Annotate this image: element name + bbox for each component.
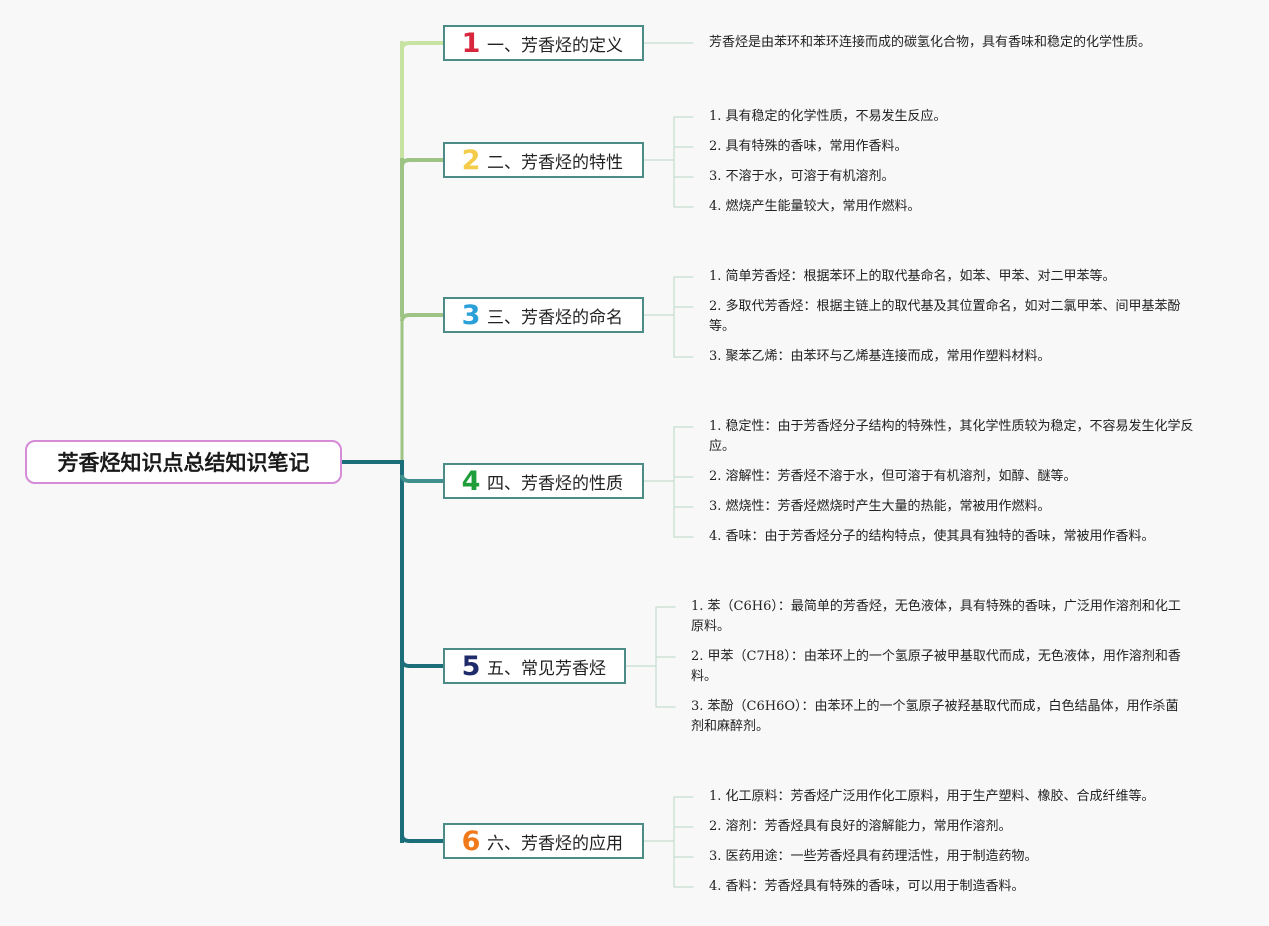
branch-topic-3[interactable]: 3 三、芳香烃的命名 <box>443 297 644 333</box>
branch-label: 四、芳香烃的性质 <box>487 473 623 494</box>
branch-number-badge: 6 <box>461 825 481 857</box>
connector-segment <box>400 313 443 322</box>
branch-topic-6[interactable]: 6 六、芳香烃的应用 <box>443 823 644 859</box>
leaf-item[interactable]: 1. 苯（C6H6）：最简单的芳香烃，无色液体，具有特殊的香味，广泛用作溶剂和化… <box>691 599 1181 634</box>
root-topic[interactable]: 芳香烃知识点总结知识笔记 <box>25 440 342 484</box>
leaf-item[interactable]: 2. 具有特殊的香味，常用作香料。 <box>709 139 908 154</box>
branch-label: 三、芳香烃的命名 <box>487 307 623 328</box>
branch-label: 六、芳香烃的应用 <box>487 833 623 854</box>
branch-number-badge: 4 <box>461 465 481 497</box>
connector-segment <box>400 834 443 843</box>
leaf-item[interactable]: 2. 溶剂：芳香烃具有良好的溶解能力，常用作溶剂。 <box>709 819 1012 834</box>
branch-number-badge: 5 <box>461 650 481 682</box>
connector-segment <box>400 659 443 668</box>
connector-segment <box>400 41 443 50</box>
leaf-item[interactable]: 2. 多取代芳香烃：根据主链上的取代基及其位置命名，如对二氯甲苯、间甲基苯酚等。 <box>709 299 1181 334</box>
branch-topic-1[interactable]: 1 一、芳香烃的定义 <box>443 25 644 61</box>
leaf-item[interactable]: 2. 溶解性：芳香烃不溶于水，但可溶于有机溶剂，如醇、醚等。 <box>709 469 1077 484</box>
leaf-item[interactable]: 4. 香味：由于芳香烃分子的结构特点，使其具有独特的香味，常被用作香料。 <box>709 529 1155 544</box>
leaf-item[interactable]: 3. 燃烧性：芳香烃燃烧时产生大量的热能，常被用作燃料。 <box>709 499 1051 514</box>
leaf-item[interactable]: 3. 苯酚（C6H6O）：由苯环上的一个氢原子被羟基取代而成，白色结晶体，用作杀… <box>691 699 1179 734</box>
connector-segment <box>400 158 443 167</box>
leaf-item[interactable]: 1. 具有稳定的化学性质，不易发生反应。 <box>709 109 947 124</box>
branch-number-badge: 3 <box>461 299 481 331</box>
branch-label: 二、芳香烃的特性 <box>487 152 623 173</box>
branch-label: 一、芳香烃的定义 <box>487 35 623 56</box>
leaf-item[interactable]: 1. 化工原料：芳香烃广泛用作化工原料，用于生产塑料、橡胶、合成纤维等。 <box>709 789 1155 804</box>
leaf-item[interactable]: 3. 不溶于水，可溶于有机溶剂。 <box>709 169 895 184</box>
branch-topic-2[interactable]: 2 二、芳香烃的特性 <box>443 142 644 178</box>
leaf-item[interactable]: 4. 燃烧产生能量较大，常用作燃料。 <box>709 199 921 214</box>
leaf-item[interactable]: 1. 简单芳香烃：根据苯环上的取代基命名，如苯、甲苯、对二甲苯等。 <box>709 269 1116 284</box>
leaf-item[interactable]: 3. 医药用途：一些芳香烃具有药理活性，用于制造药物。 <box>709 849 1038 864</box>
branch-label: 五、常见芳香烃 <box>487 658 606 679</box>
leaf-item[interactable]: 芳香烃是由苯环和苯环连接而成的碳氢化合物，具有香味和稳定的化学性质。 <box>709 35 1152 50</box>
branch-number-badge: 2 <box>461 144 481 176</box>
branch-topic-4[interactable]: 4 四、芳香烃的性质 <box>443 463 644 499</box>
leaf-item[interactable]: 1. 稳定性：由于芳香烃分子结构的特殊性，其化学性质较为稳定，不容易发生化学反应… <box>709 419 1194 454</box>
leaf-item[interactable]: 2. 甲苯（C7H8）：由苯环上的一个氢原子被甲基取代而成，无色液体，用作溶剂和… <box>691 649 1181 684</box>
branch-topic-5[interactable]: 5 五、常见芳香烃 <box>443 648 626 684</box>
leaf-item[interactable]: 4. 香料：芳香烃具有特殊的香味，可以用于制造香料。 <box>709 879 1025 894</box>
connector-segment <box>400 474 443 483</box>
leaf-item[interactable]: 3. 聚苯乙烯：由苯环与乙烯基连接而成，常用作塑料材料。 <box>709 349 1051 364</box>
branch-number-badge: 1 <box>461 27 481 59</box>
